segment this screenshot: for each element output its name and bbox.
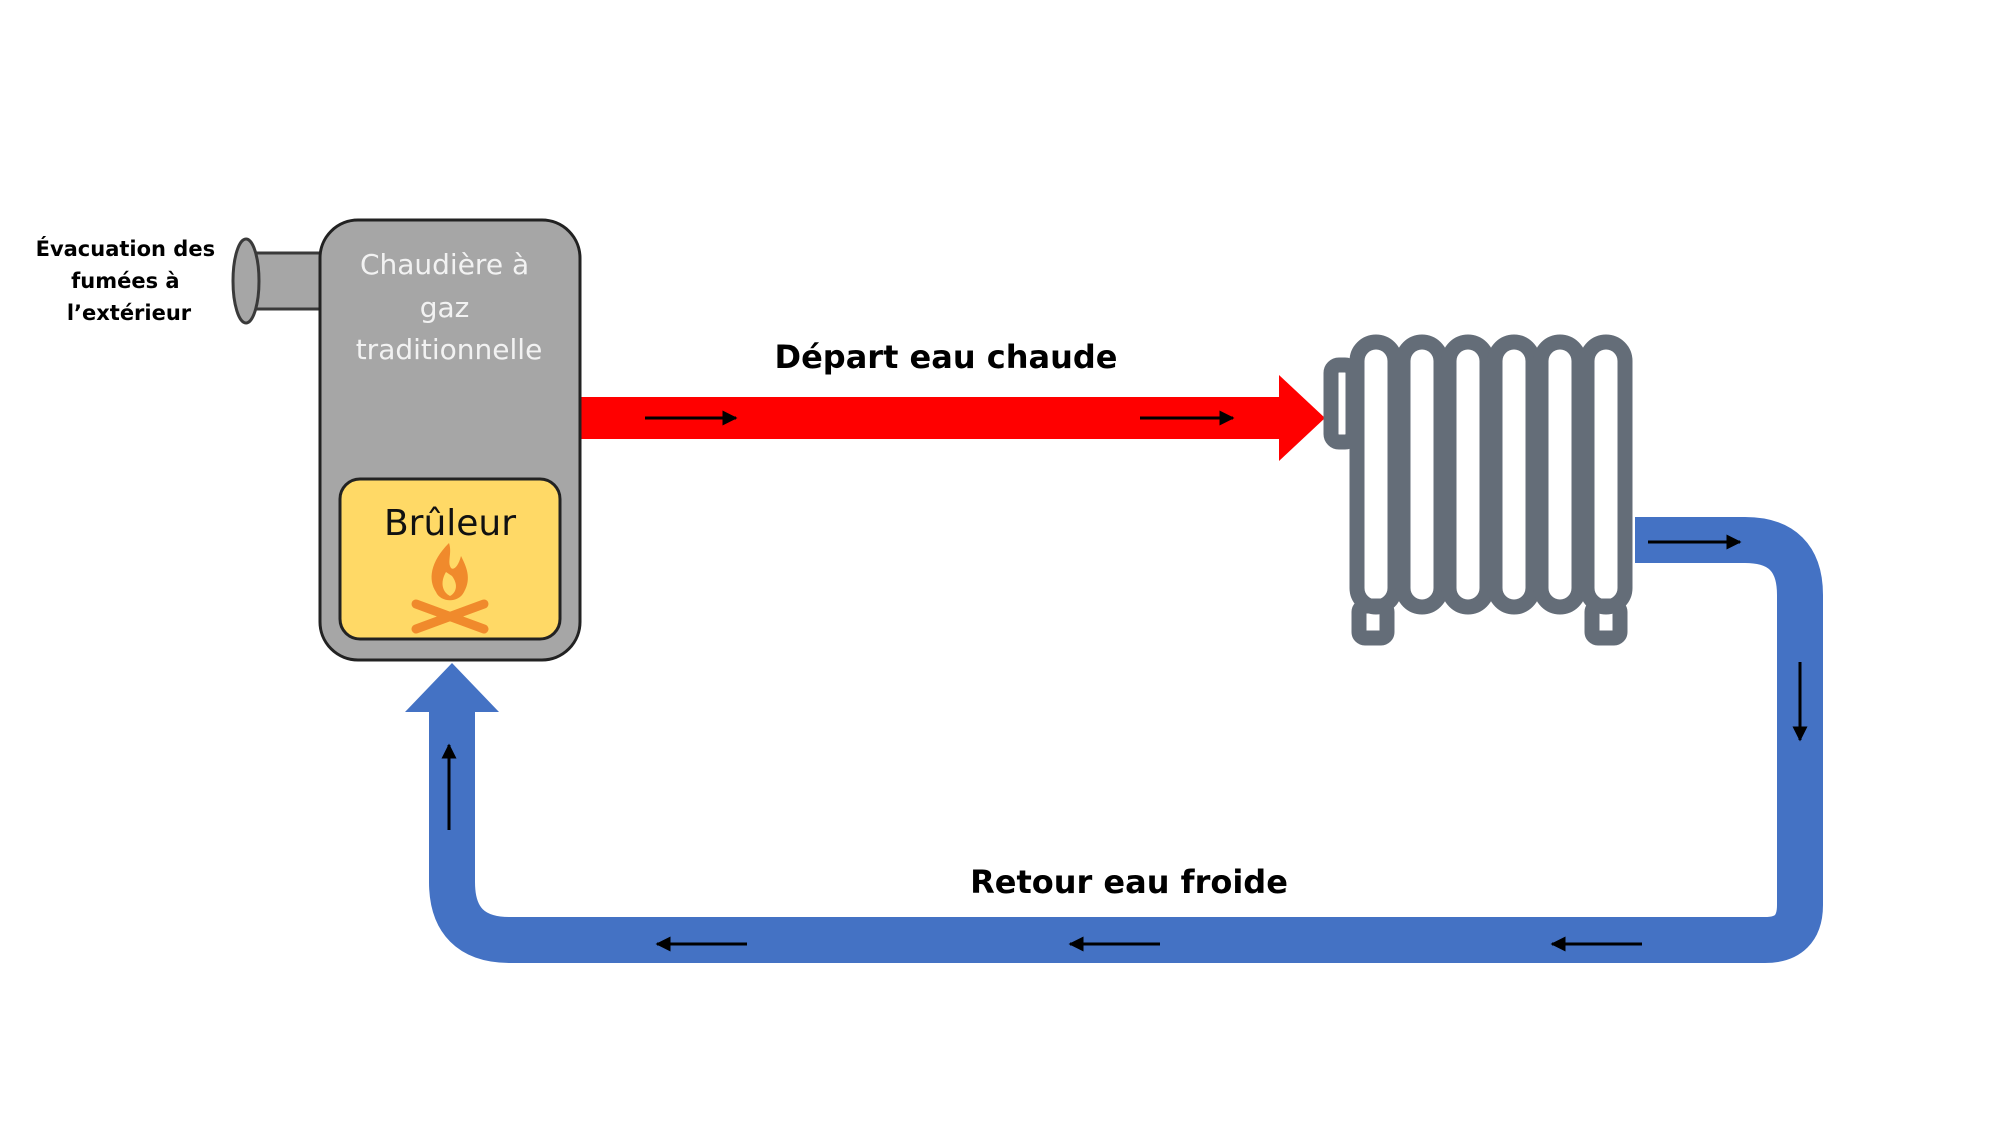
campfire-icon xyxy=(411,543,489,634)
radiator-icon xyxy=(1323,334,1633,646)
cold-return-label: Retour eau froide xyxy=(970,863,1288,901)
burner-box xyxy=(338,477,562,641)
flow-arrows xyxy=(441,410,1808,952)
exhaust-label-line-1: Évacuation des xyxy=(36,236,215,261)
exhaust-label-line-3: l’extérieur xyxy=(67,301,192,325)
exhaust-flue xyxy=(231,237,327,325)
cold-return-pipe xyxy=(405,517,1823,963)
boiler-label-line-1: Chaudière à xyxy=(360,248,529,281)
boiler-label-line-3: traditionnelle xyxy=(356,333,543,366)
hot-supply-arrowhead xyxy=(1279,375,1325,461)
exhaust-label: Évacuation des fumées à l’extérieur xyxy=(36,236,223,325)
exhaust-label-line-2: fumées à xyxy=(71,269,179,293)
boiler-label: Chaudière à gaz traditionnelle xyxy=(356,248,543,366)
burner-label: Brûleur xyxy=(384,503,516,544)
hot-supply-label: Départ eau chaude xyxy=(775,338,1118,376)
boiler-label-line-2: gaz xyxy=(420,291,470,324)
cold-return-arrowhead xyxy=(405,663,499,712)
